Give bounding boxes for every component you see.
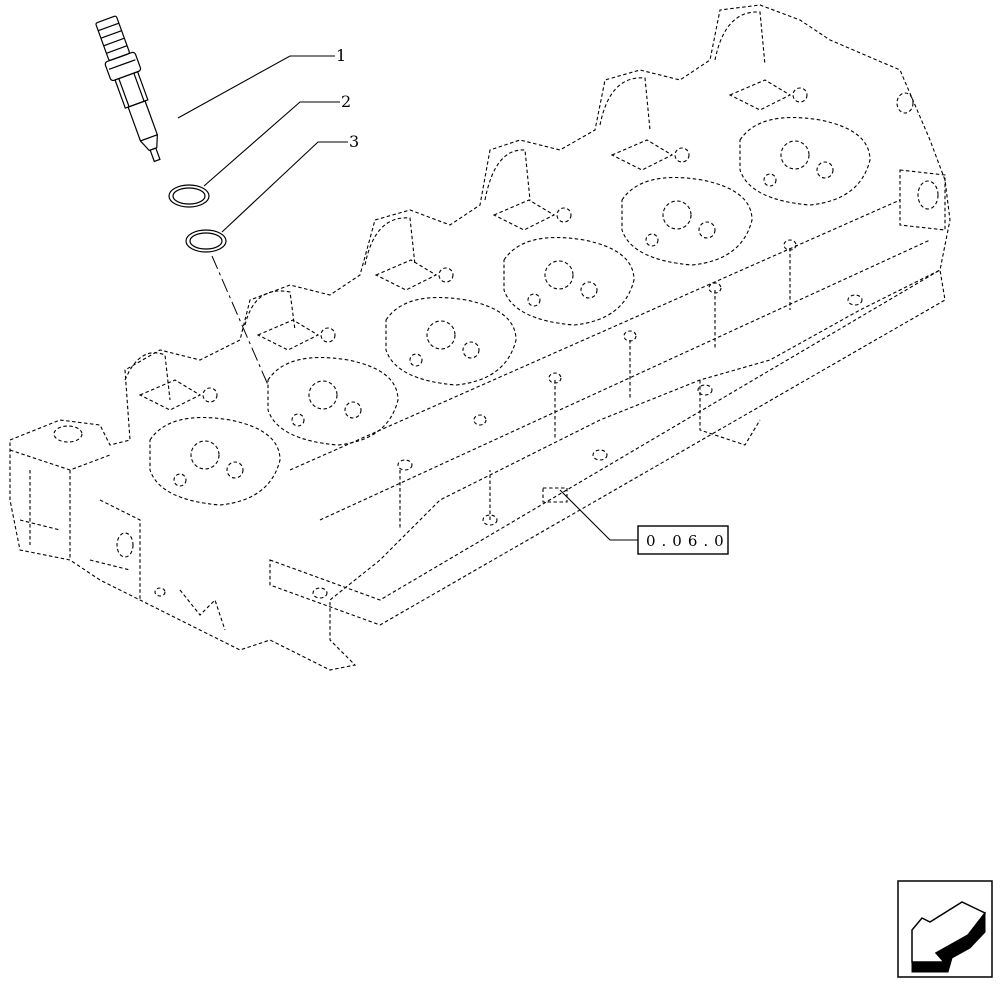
reference-box[interactable] — [637, 525, 729, 555]
previous-page-arrow-icon[interactable] — [897, 880, 993, 978]
callout-2: 2 — [203, 92, 351, 187]
assembly-axis-line — [211, 255, 269, 386]
lower-seal-ring-part — [185, 229, 227, 253]
rocker-pedestals — [124, 11, 766, 401]
cylinder-head-outline — [9, 4, 951, 671]
side-bolt-bosses — [312, 239, 863, 599]
reference-callout[interactable]: 0.06.0 — [559, 489, 730, 555]
callout-3: 3 — [221, 132, 359, 233]
callout-label-1: 1 — [336, 46, 346, 65]
callout-label-3: 3 — [349, 132, 359, 151]
cylinder-head-side-rail — [269, 269, 946, 626]
callout-1: 1 — [177, 46, 346, 119]
front-end-block — [9, 449, 141, 600]
upper-seal-ring-part — [168, 184, 210, 208]
cylinder-ports — [138, 79, 871, 506]
callout-label-2: 2 — [341, 92, 351, 111]
injector-part — [95, 15, 161, 163]
reference-label: 0.06.0 — [646, 532, 730, 550]
cylinder-head-drawing — [9, 4, 951, 671]
rear-end-block — [699, 169, 946, 446]
